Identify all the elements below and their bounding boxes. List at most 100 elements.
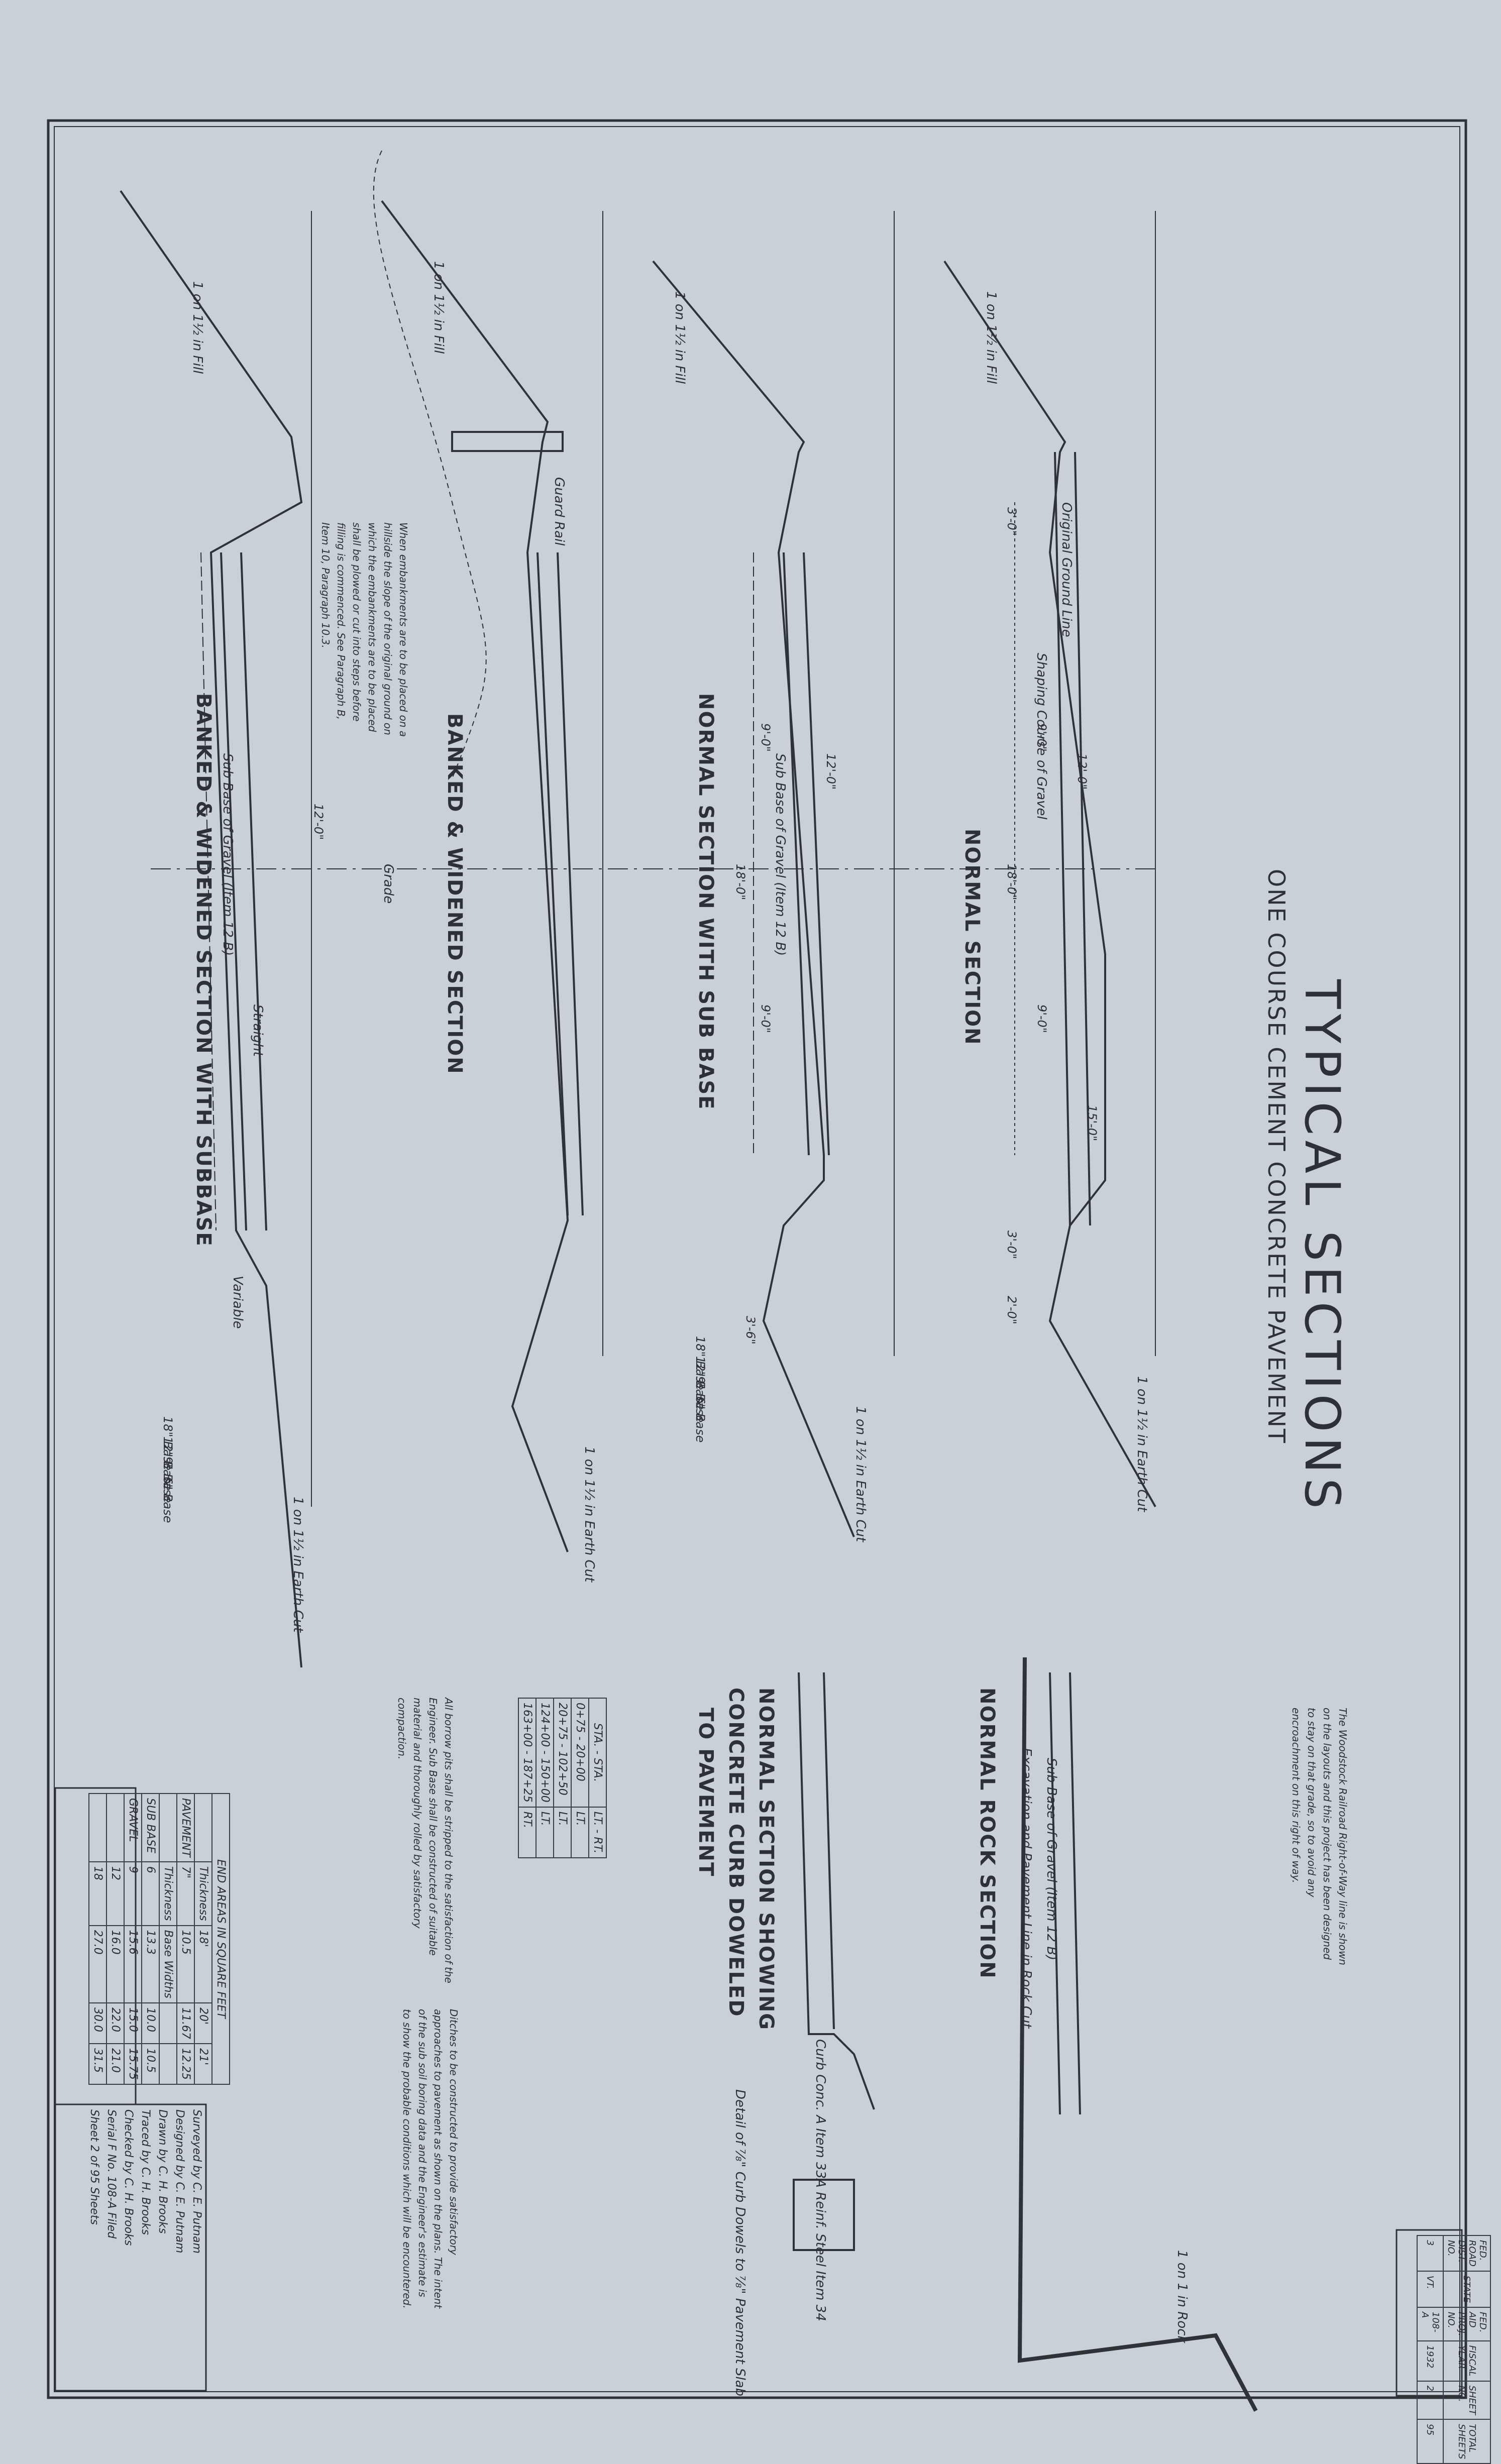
dim-3: 3'-0" xyxy=(1005,1230,1019,1259)
dim-12: 12'-0" xyxy=(311,804,326,840)
table-cell: FED. ROAD DIST. NO. xyxy=(1443,2235,1490,2271)
table-cell: LT. xyxy=(536,1807,554,1858)
dim-12: 12'-0" xyxy=(1075,753,1089,790)
dim-12: 12'-0" xyxy=(824,753,838,790)
curb-label: Curb Conc. A Item 33A Reinf. Steel Item … xyxy=(813,2039,828,2321)
table-cell: RT. xyxy=(518,1807,536,1858)
table-cell: 20+75 - 102+50 xyxy=(554,1698,571,1807)
table-cell: Thickness xyxy=(159,1861,177,1926)
end-areas-title-row: END AREAS IN SQUARE FEET xyxy=(212,1794,230,2084)
table-cell: 18 xyxy=(89,1861,106,1926)
side-header: LT. - RT. xyxy=(589,1807,606,1858)
curb-section-title-3: TO PAVEMENT xyxy=(694,1708,717,1877)
table-cell xyxy=(106,1794,124,1862)
fill-slope-label: 1 on 1½ in Fill xyxy=(190,281,205,374)
table-cell: 15.0 xyxy=(124,2003,142,2044)
station-table-header: STA. - STA. LT. - RT. xyxy=(589,1698,606,1858)
table-cell: 1932 xyxy=(1417,2340,1443,2381)
table-cell xyxy=(159,1794,177,1862)
rock-excavation-label: Excavation and Pavement Line in Rock Cut xyxy=(1019,1748,1034,2029)
page-subtitle: ONE COURSE CEMENT CONCRETE PAVEMENT xyxy=(1263,869,1290,1444)
banked-sub-base-title: BANKED & WIDENED SECTION WITH SUBBASE xyxy=(192,693,215,1247)
table-cell: PAVEMENT xyxy=(177,1794,194,1862)
table-cell: STATE xyxy=(1443,2271,1490,2307)
earth-cut-label: 1 on 1½ in Earth Cut xyxy=(290,1497,305,1633)
normal-section-title: NORMAL SECTION xyxy=(960,829,984,1046)
designed-by: Designed by C. E. Putnam xyxy=(173,2109,186,2254)
embankment-note: When embankments are to be placed on a h… xyxy=(319,522,409,737)
dim-9: 9'-0" xyxy=(1035,1004,1049,1033)
earth-cut-label: 1 on 1½ in Earth Cut xyxy=(853,1406,868,1542)
table-cell: 2 xyxy=(1417,2381,1443,2420)
table-cell: 31.5 xyxy=(89,2044,106,2084)
table-cell: VT. xyxy=(1417,2271,1443,2307)
project-corner-block: FED. ROAD DIST. NO. STATE FED. AID PROJ.… xyxy=(1417,2235,1491,2464)
table-cell: FED. AID PROJ. NO. xyxy=(1443,2307,1490,2341)
banked-section-title: BANKED & WIDENED SECTION xyxy=(443,713,466,1075)
dim-18: 18'-0" xyxy=(1005,864,1019,901)
dim-2: 2'-0" xyxy=(1005,1296,1019,1324)
traced-by: Traced by C. H. Brooks xyxy=(139,2109,152,2235)
dim-15: 15'-0" xyxy=(1085,1105,1099,1142)
dim-18: 18'-0" xyxy=(733,864,747,901)
grade-label: Grade xyxy=(381,864,396,904)
rollers-note: All borrow pits shall be stripped to the… xyxy=(396,1698,455,1983)
ditches-note: Ditches to be constructed to provide sat… xyxy=(401,2009,460,2309)
sheet-number: Sheet 2 of 95 Sheets xyxy=(88,2109,100,2225)
table-cell: 27.0 xyxy=(89,1925,106,2003)
table-cell: 11.67 xyxy=(177,2003,194,2044)
table-cell: FISCAL YEAR xyxy=(1443,2340,1490,2381)
table-cell xyxy=(159,2003,177,2044)
dim-3: 3'-0" xyxy=(1005,507,1019,536)
table-cell: 16.0 xyxy=(106,1925,124,2003)
serial-number: Serial F No. 108-A Filed xyxy=(105,2109,118,2239)
dim-9: 9'-0" xyxy=(1035,723,1049,752)
base-6: 6" Base xyxy=(161,1477,175,1523)
sub-base-label: Sub Base of Gravel (Item 12 B) xyxy=(220,753,235,956)
title-block: Surveyed by C. E. Putnam Designed by C. … xyxy=(85,2109,205,2254)
end-areas-title: END AREAS IN SQUARE FEET xyxy=(212,1794,230,2084)
table-cell: 18' xyxy=(194,1925,212,2003)
table-cell: 7" xyxy=(177,1861,194,1926)
original-ground-label: Original Ground Line xyxy=(1059,502,1074,637)
base-6: 6" Base xyxy=(693,1396,707,1443)
curb-section-title-1: NORMAL SECTION SHOWING xyxy=(755,1688,778,2031)
woodstock-note: The Woodstock Railroad Right-of-Way line… xyxy=(1290,1708,1349,1965)
variable-label: Variable xyxy=(230,1276,245,1329)
earth-cut-label: 1 on 1½ in Earth Cut xyxy=(582,1446,597,1583)
table-cell: 10.5 xyxy=(177,1925,194,2003)
table-cell xyxy=(194,1794,212,1862)
table-cell: 22.0 xyxy=(106,2003,124,2044)
table-cell: GRAVEL xyxy=(124,1794,142,1862)
table-cell: Thickness xyxy=(194,1861,212,1926)
dim-3-6: 3'-6" xyxy=(743,1316,758,1345)
table-cell: 21.0 xyxy=(106,2044,124,2084)
detail-label: Detail of ⅞" Curb Dowels to ⅞" Pavement … xyxy=(732,2089,747,2397)
sub-base-label: Sub Base of Gravel (Item 12 B) xyxy=(773,753,788,956)
table-cell: Base Widths xyxy=(159,1925,177,2003)
table-cell: 15.6 xyxy=(124,1925,142,2003)
surveyed-by: Surveyed by C. E. Putnam xyxy=(190,2109,203,2254)
table-cell: SUB BASE xyxy=(142,1794,159,1862)
table-cell: TOTAL SHEETS xyxy=(1443,2419,1490,2464)
table-cell: 21' xyxy=(194,2044,212,2084)
curb-section-title-2: CONCRETE CURB DOWELED xyxy=(724,1688,747,2018)
straight-label: Straight xyxy=(250,1004,265,1057)
rock-sub-base-label: Sub Base of Gravel (Item 12 B) xyxy=(1044,1758,1059,1961)
checked-by: Checked by C. H. Brooks xyxy=(122,2109,135,2246)
table-cell: 15.75 xyxy=(124,2044,142,2084)
table-cell: 30.0 xyxy=(89,2003,106,2044)
